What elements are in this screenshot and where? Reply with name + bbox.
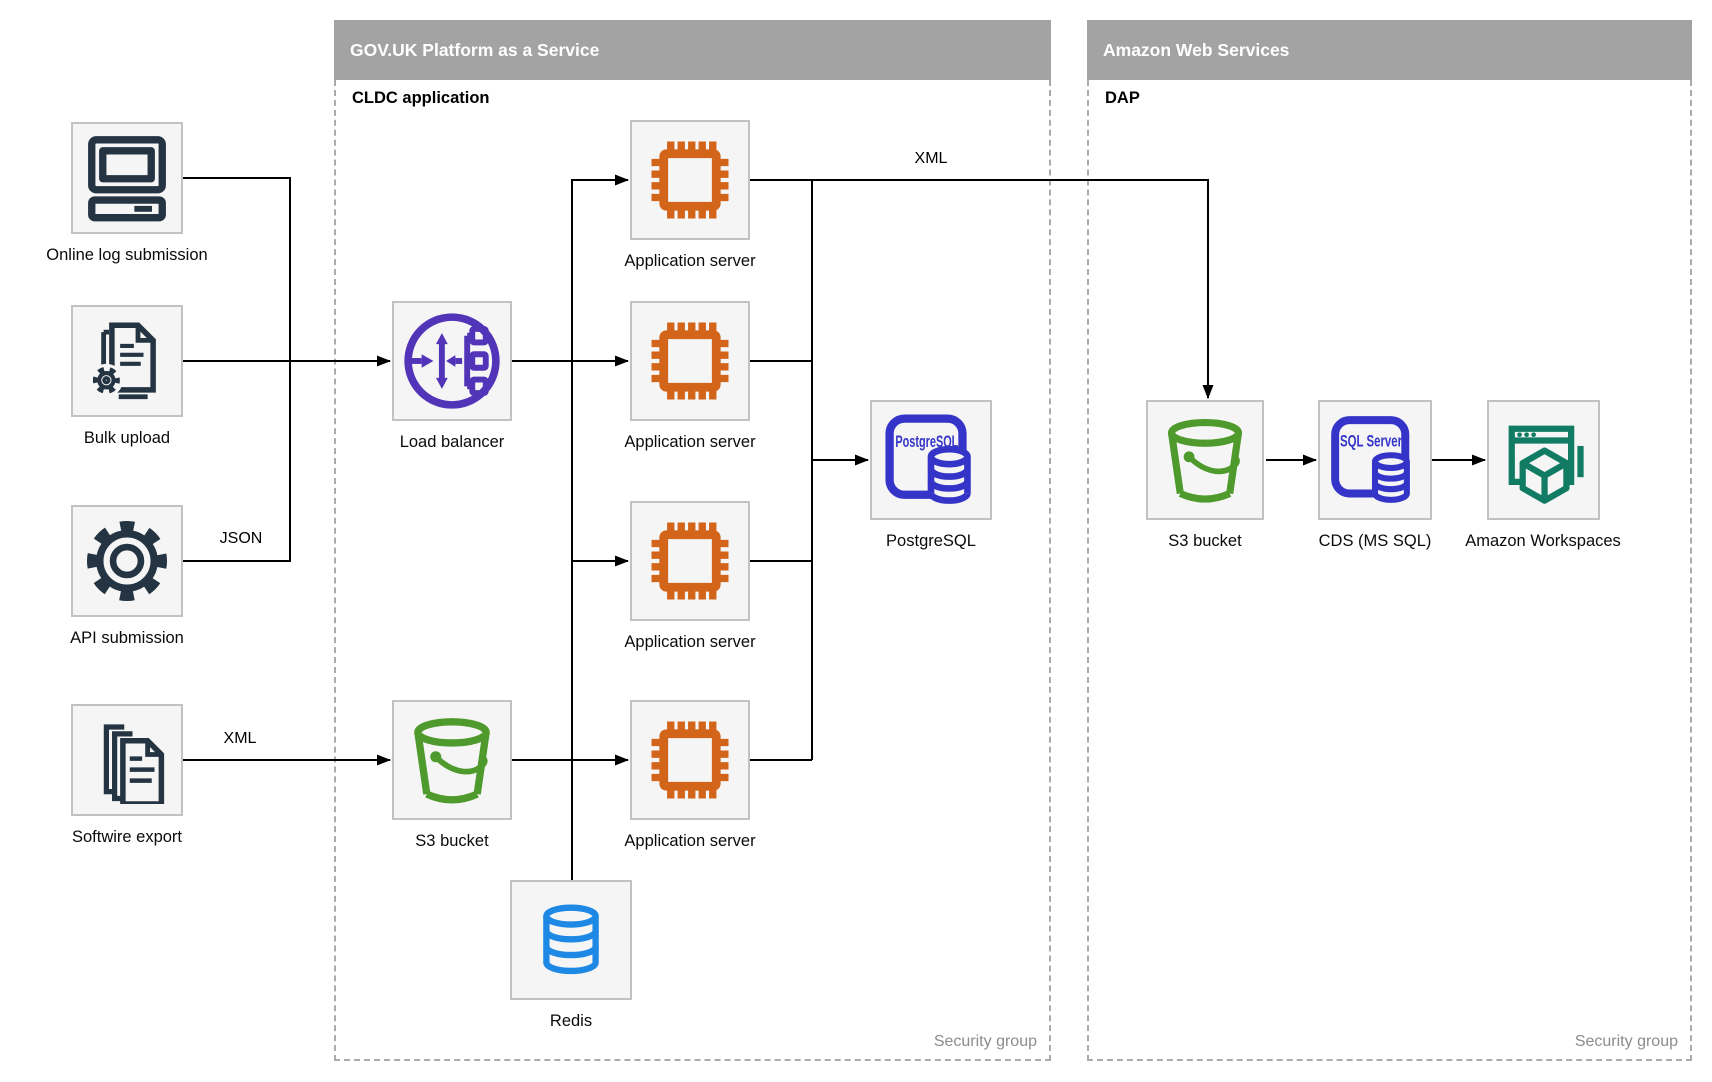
node-box [630,301,750,421]
node-s3-bucket-paas: S3 bucket [367,700,537,851]
node-app-server-3: Application server [605,501,775,652]
panel-header: Amazon Web Services [1087,20,1692,80]
postgresql-icon-text: PostgreSQL [895,432,958,451]
s3-bucket-icon [1167,418,1243,503]
node-s3-bucket-aws: S3 bucket [1120,400,1290,551]
node-box [392,700,512,820]
postgresql-database-icon: PostgreSQL [885,414,971,504]
security-group-label: Security group [933,1033,1037,1050]
panel-sublabel: CLDC application [352,89,490,107]
node-box [630,501,750,621]
panel-title: Amazon Web Services [1103,40,1290,60]
node-bulk-upload: Bulk upload [42,305,212,448]
edge-label-xml-aws: XML [914,150,948,167]
node-label: Load balancer [399,433,505,451]
node-amazon-workspaces: Amazon Workspaces [1458,400,1628,551]
processor-chip-icon [651,522,729,600]
edge-onlinelog-to-junction [183,177,291,361]
panel-title: GOV.UK Platform as a Service [350,40,600,60]
panel-govuk-paas: GOV.UK Platform as a Service CLDC applic… [334,20,1051,1061]
panel-body: CLDC application Security group [334,80,1051,1061]
panel-body: DAP Security group [1087,80,1692,1061]
node-label: API submission [70,629,184,647]
panel-header: GOV.UK Platform as a Service [334,20,1051,80]
document-gear-icon [89,322,156,400]
node-label: Application server [624,832,756,850]
node-box [630,120,750,240]
node-box: SQL Server [1318,400,1432,520]
node-label: Application server [624,252,756,270]
node-label: CDS (MS SQL) [1318,532,1432,550]
node-postgresql: PostgreSQL PostgreSQL [846,400,1016,551]
sql-server-database-icon: SQL Server [1331,416,1410,503]
node-label: Amazon Workspaces [1465,532,1621,550]
node-online-log-submission: Online log submission [42,122,212,265]
sql-server-icon-text: SQL Server [1340,431,1402,450]
node-label: Application server [624,433,756,451]
node-label: Softwire export [71,828,183,846]
load-balancer-icon [404,313,500,409]
node-box [71,505,183,617]
edge-xml-to-aws-s3 [812,179,1214,399]
node-label: S3 bucket [415,832,489,850]
edge-label-json: JSON [219,530,263,547]
node-box [630,700,750,820]
node-box [392,301,512,421]
node-label: PostgreSQL [886,532,976,550]
node-box [71,704,183,816]
node-box: PostgreSQL [870,400,992,520]
node-label: S3 bucket [1168,532,1242,550]
panel-sublabel: DAP [1105,89,1140,107]
node-app-server-4: Application server [605,700,775,851]
processor-chip-icon [651,322,729,400]
edge-label-xml-softwire: XML [223,730,257,747]
node-label: Online log submission [46,246,208,264]
redis-database-icon [543,904,599,975]
security-group-label: Security group [1574,1033,1678,1050]
processor-chip-icon [651,141,729,219]
node-label: Application server [624,633,756,651]
s3-bucket-icon [414,718,490,804]
gear-icon [86,520,168,602]
computer-icon [88,136,166,222]
node-redis: Redis [486,880,656,1031]
node-app-server-1: Application server [605,120,775,271]
node-load-balancer: Load balancer [367,301,537,452]
node-label: Redis [549,1012,593,1030]
panel-aws: Amazon Web Services DAP Security group [1087,20,1692,1061]
edge-bus-to-app1 [571,174,629,880]
edge-api-to-junction [183,362,291,562]
node-softwire-export: Softwire export [42,704,212,847]
node-label: Bulk upload [83,429,171,447]
node-box [510,880,632,1000]
node-app-server-2: Application server [605,301,775,452]
node-cds-ms-sql: SQL Server CDS (MS SQL) [1290,400,1460,551]
node-box [1146,400,1264,520]
workspaces-icon [1508,425,1584,504]
stacked-documents-icon [103,724,165,804]
node-box [71,305,183,417]
node-api-submission: API submission [42,505,212,648]
processor-chip-icon [651,721,729,799]
node-box [1486,400,1600,520]
node-box [71,122,183,234]
